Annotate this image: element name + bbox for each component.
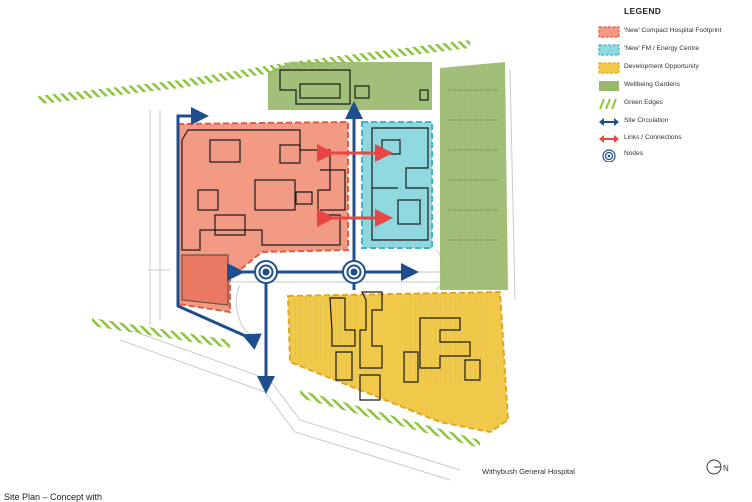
legend-item-fm: 'New' FM / Energy Centre [598, 44, 748, 58]
legend-title: LEGEND [624, 6, 662, 16]
legend-item-nodes: Nodes [598, 149, 748, 163]
legend-item-green-edges: Green Edges [598, 98, 748, 112]
red-double-arrow-icon [599, 135, 619, 143]
legend-item-development: Development Opportunity [598, 62, 748, 76]
legend-label: Site Circulation [624, 117, 669, 124]
legend-label: 'New' Compact Hospital Footprint [624, 27, 722, 34]
map-caption: Withybush General Hospital [482, 467, 575, 476]
hospital-swatch-icon [598, 26, 620, 38]
gardens-swatch-icon [599, 81, 619, 91]
legend-label: 'New' FM / Energy Centre [624, 45, 700, 52]
legend-item-hospital: 'New' Compact Hospital Footprint [598, 26, 748, 40]
legend-item-gardens: Wellbeing Gardens [598, 80, 748, 94]
node-swatch-icon [602, 149, 616, 162]
circulation-nodes [254, 260, 366, 284]
legend-label: Nodes [624, 150, 644, 157]
north-arrow-icon: N [706, 459, 729, 475]
development-opportunity-zone [286, 290, 510, 434]
links-connections [317, 144, 393, 227]
hatch-swatch-icon [599, 98, 617, 110]
legend-label: Development Opportunity [624, 63, 699, 70]
blue-double-arrow-icon [599, 118, 619, 126]
legend-label: Wellbeing Gardens [624, 81, 680, 88]
legend-label: Green Edges [624, 99, 663, 106]
development-swatch-icon [598, 62, 620, 74]
fm-swatch-icon [598, 44, 620, 56]
legend-item-links: Links / Connections [598, 133, 748, 147]
node-west [254, 260, 278, 284]
legend-label: Links / Connections [624, 134, 682, 141]
node-east [342, 260, 366, 284]
legend-item-circulation: Site Circulation [598, 116, 748, 130]
bottom-caption: Site Plan – Concept with [4, 492, 103, 502]
north-label: N [723, 464, 729, 473]
